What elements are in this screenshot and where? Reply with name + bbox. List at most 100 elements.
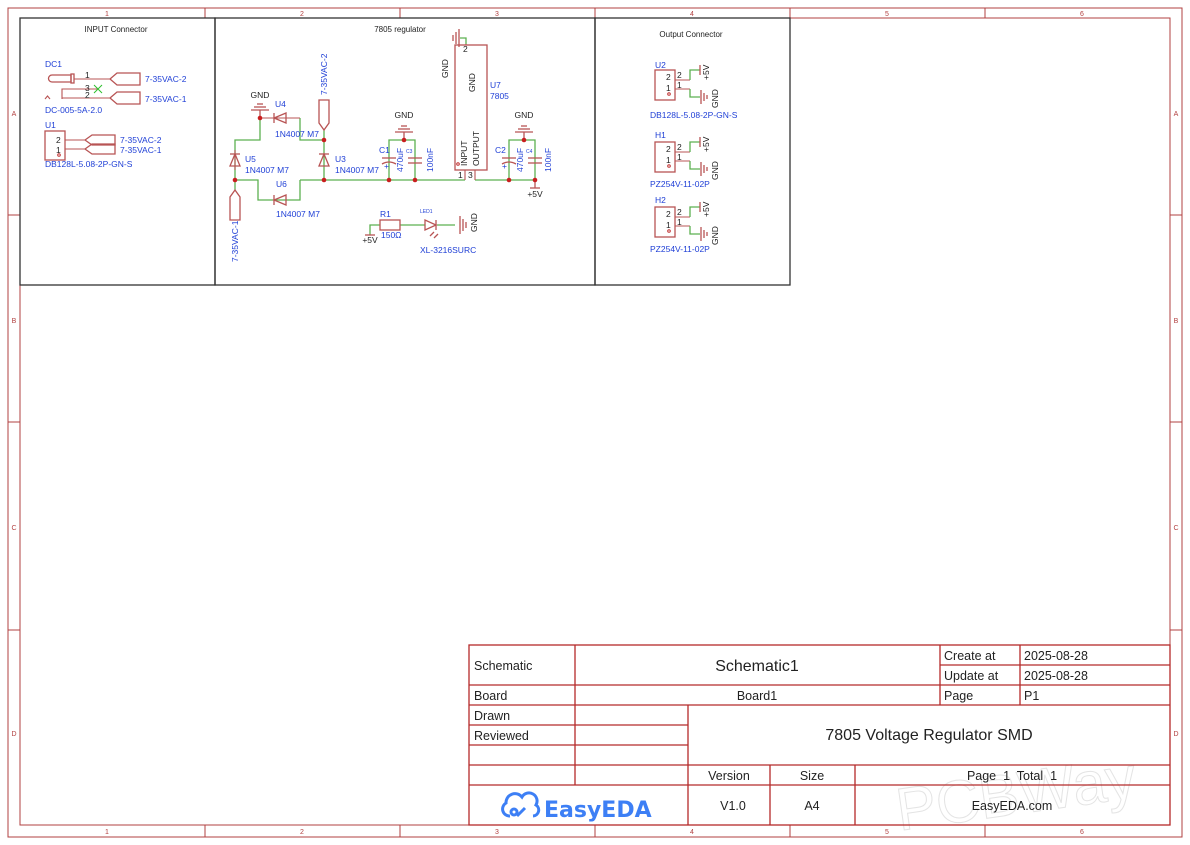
column-label: 5 [885,11,889,18]
pin-number: 1 [56,145,61,155]
gnd-label: GND [440,59,450,78]
diode-ref: U3 [335,154,346,164]
size-value: A4 [804,799,819,813]
page-label: Page [944,689,973,703]
capacitor-c2[interactable]: + C2 470uF [495,145,525,172]
row-label: C [1173,525,1178,532]
size-label: Size [800,769,824,783]
gnd-label: GND [251,90,270,100]
regulator-ref: U7 [490,80,501,90]
cap-ref: C3 [406,149,413,155]
column-label: 3 [495,829,499,836]
column-label: 3 [495,11,499,18]
net-label: +5V [701,136,711,152]
row-label: C [11,525,16,532]
pin-number: 1 [677,152,682,162]
pin-number: 2 [666,209,671,219]
led-ref: LED1 [420,209,433,215]
update-date: 2025-08-28 [1024,669,1088,683]
diode-u3[interactable]: U3 1N4007 M7 [318,130,379,180]
junctions [232,115,538,183]
led-led1[interactable]: LED1 XL-3216SURC [420,209,476,255]
title-block: Schematic Schematic1 Create at 2025-08-2… [468,644,1171,826]
schematic-label: Schematic [474,659,532,673]
row-labels: A B C D A B C D [11,111,1178,738]
column-label: 6 [1080,11,1084,18]
update-label: Update at [944,669,999,683]
column-label: 4 [690,829,694,836]
row-label: D [1173,731,1178,738]
resistor-r1[interactable]: R1 150Ω [379,209,402,240]
output-section-title: Output Connector [659,30,722,39]
capacitor-c1[interactable]: + C1 470uF [379,145,405,172]
net-label: 7-35VAC-1 [120,145,162,155]
column-label: 4 [690,11,694,18]
pin-number: 1 [677,80,682,90]
dc1-jack[interactable]: DC1 1 3 2 7-35VAC-2 7-35VAC-1 DC-005-5A-… [44,59,187,115]
net-flag-7-35vac-2: 7-35VAC-2 [318,53,330,132]
pin-number: 2 [677,70,682,80]
diode-u4[interactable]: U4 1N4007 M7 [260,99,319,139]
net-label: +5V [701,201,711,217]
create-label: Create at [944,649,996,663]
diode-value: 1N4007 M7 [245,165,289,175]
capacitor-c3[interactable]: C3 100nF [406,148,435,172]
polarity-mark: + [384,161,389,171]
regulator-u7[interactable]: 2 1 3 GND INPUT OUTPUT U7 7805 [454,44,509,180]
dc1-ref: DC1 [45,59,62,69]
pin-name: OUTPUT [471,131,481,166]
pin-number: 2 [85,90,90,100]
pin-number: 1 [666,155,671,165]
output-connector-h1[interactable]: H1 2 1 2 1 +5V GND PZ254V-11-02P [650,130,720,189]
net-label: +5V [701,64,711,80]
pin-number: 2 [677,142,682,152]
u1-connector[interactable]: U1 2 1 7-35VAC-2 7-35VAC-1 DB128L-5.08-2… [44,120,162,169]
net-label: GND [710,226,720,245]
cap-value: 100nF [425,148,435,172]
diode-ref: U6 [276,179,287,189]
net-label: 7-35VAC-1 [145,94,187,104]
resistor-value: 150Ω [381,230,402,240]
diode-value: 1N4007 M7 [276,209,320,219]
version-label: Version [708,769,750,783]
pin-number: 1 [666,220,671,230]
gnd-symbol [452,29,460,47]
diode-ref: U5 [245,154,256,164]
net-flag [109,91,141,105]
gnd-symbol [459,216,467,234]
net-label: 7-35VAC-2 [145,74,187,84]
pin-name: GND [467,73,477,92]
diode-ref: U4 [275,99,286,109]
row-label: A [1174,111,1179,118]
net-label: 7-35VAC-2 [319,53,329,95]
vcc-label: +5V [362,235,378,245]
pin-number: 2 [666,144,671,154]
capacitor-c4[interactable]: C4 100nF [526,148,553,172]
pin-number: 3 [85,83,90,93]
pin-number: 1 [85,70,90,80]
no-connect-icon [93,84,103,94]
cap-value: 470uF [395,148,405,172]
column-label: 5 [885,829,889,836]
gnd-label: GND [469,213,479,232]
dc1-part: DC-005-5A-2.0 [45,105,102,115]
diode-value: 1N4007 M7 [335,165,379,175]
pin-number: 2 [677,207,682,217]
gnd-label: GND [395,110,414,120]
output-connector-u2[interactable]: U2 2 1 2 1 +5V GND DB128L-5.08-2P-GN-S [650,60,738,120]
pin-number: 2 [463,44,468,54]
connector-ref: U2 [655,60,666,70]
column-label: 6 [1080,829,1084,836]
site-text: EasyEDA.com [972,799,1053,813]
diode-u6[interactable]: U6 1N4007 M7 [272,179,320,219]
pin-number: 3 [468,170,473,180]
net-flag-7-35vac-1: 7-35VAC-1 [229,188,241,262]
column-label: 1 [105,11,109,18]
input-section-title: INPUT Connector [85,25,148,34]
u1-part: DB128L-5.08-2P-GN-S [45,159,133,169]
regulator-value: 7805 [490,91,509,101]
cap-ref: C4 [526,149,533,155]
diode-u5[interactable]: U5 1N4007 M7 [229,150,289,175]
output-connector-h2[interactable]: H2 2 1 2 1 +5V GND PZ254V-11-02P [650,195,720,254]
